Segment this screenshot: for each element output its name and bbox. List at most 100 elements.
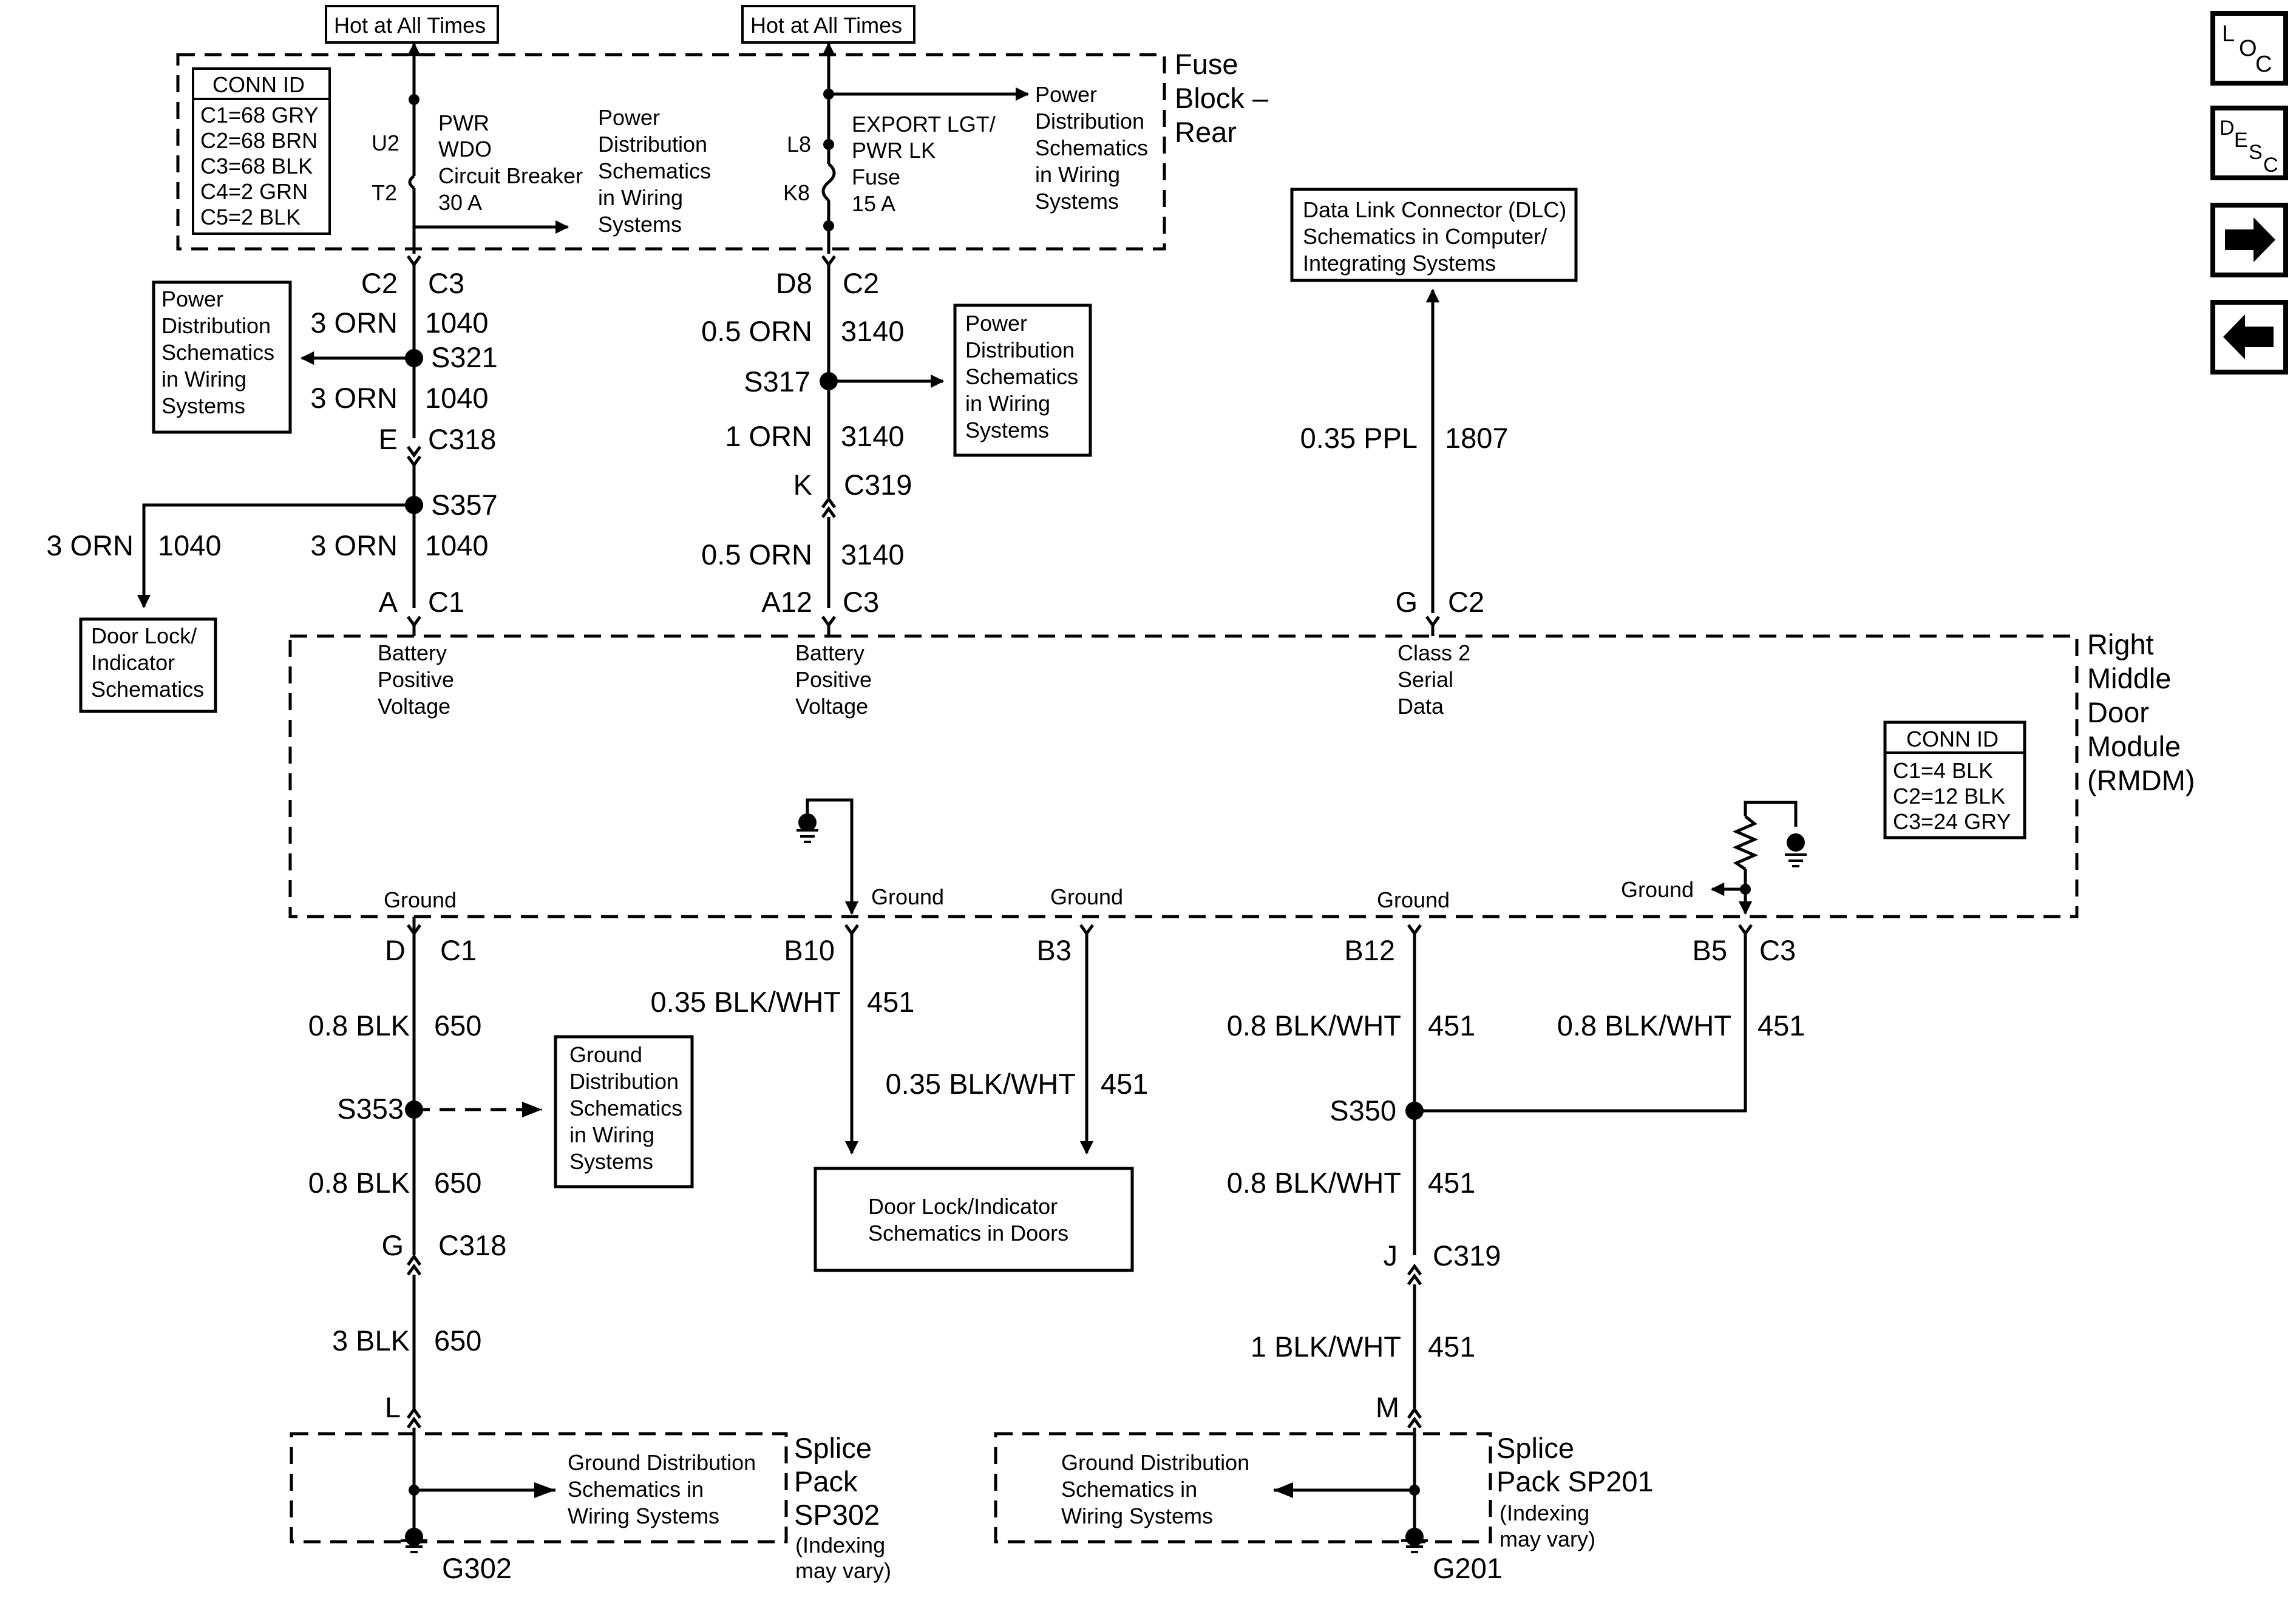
splice-label-s317: S317 (744, 365, 810, 398)
power-ref-text: Schematics (965, 364, 1078, 389)
ground-g302-icon (405, 1528, 423, 1546)
breaker-label: PWR (438, 110, 489, 135)
wire-number: 650 (434, 1009, 481, 1042)
wire-number: 451 (867, 986, 914, 1018)
conn-a-c1 (406, 615, 422, 628)
conn-k-c319 (821, 496, 837, 518)
ground-g201-label: G201 (1433, 1552, 1503, 1584)
fuse-symbol (821, 163, 836, 202)
conn-a12-c3 (821, 615, 837, 628)
power-ref-box-1040 (152, 280, 292, 434)
ground-label: Ground (384, 887, 457, 912)
fuse-block-title-2: Block – (1175, 82, 1269, 114)
splice-pack-label: Splice (794, 1432, 872, 1464)
door-ref-text: Indicator (91, 650, 175, 675)
fuse-pin-l8: L8 (787, 132, 811, 157)
fuse-power-ref: Schematics (1035, 135, 1148, 160)
loc-button[interactable]: L O C (2210, 11, 2288, 86)
conn-c318-label: C318 (428, 423, 496, 455)
power-ref-text: in Wiring (161, 367, 246, 392)
power-ref-text: Distribution (161, 313, 271, 338)
ground-ref-text: Ground (569, 1042, 642, 1067)
breaker-power-ref: Distribution (598, 132, 707, 157)
ground-label: Ground (871, 884, 944, 909)
splice-label-s357: S357 (431, 489, 498, 521)
fuse-block-outline (176, 53, 1166, 251)
ground-ref-box-650 (554, 1035, 694, 1188)
loc-letter: C (2255, 52, 2272, 77)
breaker-label: Circuit Breaker (438, 163, 583, 188)
splice-pack-label: Pack (794, 1465, 858, 1497)
pin-g: G (1395, 586, 1418, 618)
breaker-pin-u2: U2 (372, 131, 399, 155)
rmdm-title: Right (2087, 628, 2154, 660)
rmdm-title: Door (2087, 696, 2149, 728)
fuse-conn-id-header: CONN ID (212, 72, 305, 97)
wire-size: 3 ORN (310, 529, 398, 561)
conn-c319-label: C319 (1433, 1239, 1501, 1272)
ground-ref-text: Schematics (569, 1096, 682, 1120)
fuse-terminal-l8 (823, 139, 834, 150)
sp201-outline (994, 1432, 1492, 1544)
splice-label-s321: S321 (431, 341, 498, 373)
wire-451-b5 (1415, 934, 1747, 1113)
ground-icon-b10 (798, 813, 817, 832)
fuse-conn-id-line: C4=2 GRN (200, 179, 308, 204)
rmdm-conn-id-header: CONN ID (1906, 727, 1999, 751)
pin-c3: C3 (1759, 934, 1796, 966)
power-ref-text: Distribution (965, 337, 1075, 362)
fuse-label: PWR LK (852, 138, 936, 163)
battery-label: Positive (378, 667, 454, 692)
hot-label-1: Hot at All Times (334, 13, 486, 38)
power-ref-text: Power (965, 311, 1027, 336)
dlc-ref-box (1290, 188, 1578, 282)
conn-d8-c2-fork (821, 255, 837, 268)
splice-s350 (1405, 1102, 1424, 1120)
door-ref-text: Door Lock/ (91, 623, 197, 648)
breaker-pin-t2: T2 (372, 180, 397, 205)
breaker-power-ref: Systems (598, 212, 682, 237)
s357-branch (137, 503, 414, 609)
wire-number: 3140 (841, 538, 905, 571)
pin-c2: C2 (843, 267, 879, 299)
power-ref-box-3140 (953, 303, 1092, 457)
desc-button[interactable]: D E S C (2210, 106, 2288, 180)
splice-pack-label: may vary) (1500, 1527, 1595, 1551)
splice-s353 (405, 1100, 423, 1119)
prev-button[interactable] (2210, 300, 2288, 375)
breaker-power-ref: Power (598, 105, 660, 130)
wire-number: 3140 (841, 420, 905, 452)
battery-label: Battery (378, 640, 447, 665)
breaker-power-ref: Schematics (598, 158, 711, 183)
fuse-block-title-1: Fuse (1175, 48, 1238, 80)
splice-pack-label: (Indexing (795, 1533, 885, 1558)
wire-number: 1040 (425, 307, 489, 339)
conn-b3 (1079, 924, 1095, 937)
wire-number: 650 (434, 1324, 481, 1357)
ground-ref-text: Ground Distribution (568, 1450, 756, 1475)
wire-number: 650 (434, 1167, 481, 1199)
pin-b10: B10 (784, 934, 835, 966)
wire-size: 3 ORN (310, 307, 398, 339)
battery-label: Voltage (795, 694, 868, 719)
conn-b12 (1407, 924, 1422, 937)
pin-b5: B5 (1693, 934, 1728, 966)
door-ref-text: Door Lock/Indicator (868, 1194, 1058, 1219)
dlc-ref-text: Schematics in Computer/ (1303, 224, 1547, 249)
dlc-ref-text: Data Link Connector (DLC) (1303, 197, 1566, 222)
power-ref-text: Systems (161, 393, 245, 418)
battery-label: Positive (795, 667, 872, 692)
door-lock-ref-box (79, 617, 217, 713)
loc-letter: L (2222, 21, 2235, 47)
next-button[interactable] (2210, 203, 2288, 277)
breaker-power-ref: in Wiring (598, 185, 683, 210)
pin-m: M (1376, 1391, 1399, 1423)
rmdm-conn-id-line: C2=12 BLK (1893, 784, 2005, 808)
fuse-block-title-3: Rear (1175, 116, 1237, 148)
desc-letter: D (2220, 117, 2235, 140)
rmdm-title: Middle (2087, 662, 2171, 694)
ground-label: Ground (1621, 877, 1694, 902)
splice-pack-label: Splice (1496, 1432, 1574, 1464)
battery-label: Voltage (378, 694, 450, 719)
